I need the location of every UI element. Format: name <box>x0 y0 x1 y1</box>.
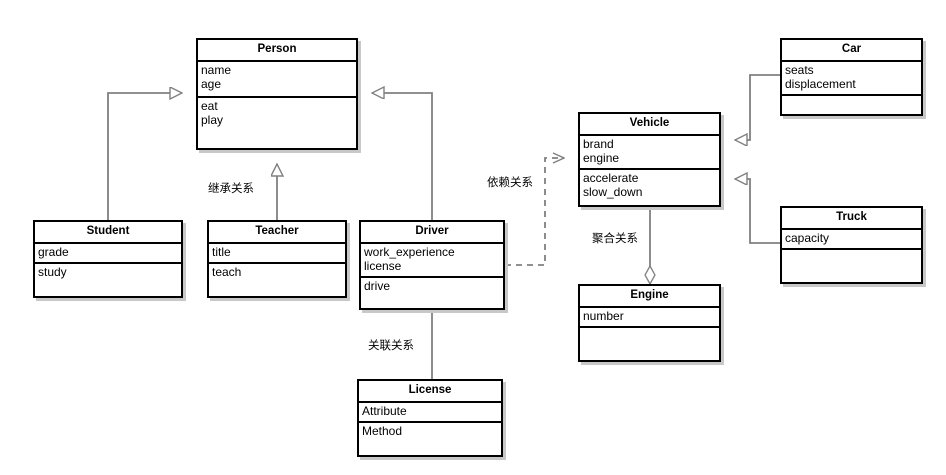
edge-student-person <box>107 93 182 220</box>
class-attribute: displacement <box>785 77 856 91</box>
class-methods-truck <box>782 250 921 252</box>
class-attributes-vehicle: brand engine <box>580 136 719 170</box>
edge-truck-vehicle <box>735 179 780 244</box>
class-attributes-teacher: title <box>209 244 345 264</box>
class-box-vehicle[interactable]: Vehicle brand engine accelerate slow_dow… <box>578 112 721 207</box>
class-attributes-truck: capacity <box>782 230 921 250</box>
class-attribute: name <box>201 63 232 77</box>
class-box-truck[interactable]: Truck capacity <box>780 206 923 284</box>
class-methods-car <box>782 96 921 98</box>
class-attributes-person: name age <box>198 62 356 98</box>
class-method: Method <box>362 424 403 438</box>
class-title-person: Person <box>198 40 356 62</box>
class-method: teach <box>212 265 242 279</box>
class-methods-engine <box>580 328 719 330</box>
class-method: drive <box>364 279 391 293</box>
class-attribute: work_experience <box>364 245 455 259</box>
class-method: slow_down <box>583 185 643 199</box>
class-attribute: brand <box>583 137 614 151</box>
class-title-truck: Truck <box>782 208 921 230</box>
class-methods-driver: drive <box>361 278 503 294</box>
class-title-student: Student <box>35 222 181 244</box>
class-attribute: age <box>201 77 222 91</box>
class-box-car[interactable]: Car seats displacement <box>780 38 923 116</box>
class-title-license: License <box>359 381 501 403</box>
class-title-car: Car <box>782 40 921 62</box>
class-title-vehicle: Vehicle <box>580 114 719 136</box>
edge-label-dependency: 依赖关系 <box>487 177 533 189</box>
class-method: accelerate <box>583 171 639 185</box>
class-attribute: Attribute <box>362 404 407 418</box>
class-methods-teacher: teach <box>209 264 345 280</box>
class-attributes-car: seats displacement <box>782 62 921 96</box>
class-box-person[interactable]: Person name age eat play <box>196 38 358 150</box>
class-method: eat <box>201 99 218 113</box>
class-box-license[interactable]: License Attribute Method <box>357 379 503 457</box>
class-method: play <box>201 113 224 127</box>
class-methods-license: Method <box>359 423 501 439</box>
class-attribute: license <box>364 259 402 273</box>
class-attribute: title <box>212 245 231 259</box>
class-title-engine: Engine <box>580 286 719 308</box>
class-attributes-student: grade <box>35 244 181 264</box>
class-attributes-license: Attribute <box>359 403 501 423</box>
class-attribute: seats <box>785 63 814 77</box>
class-box-driver[interactable]: Driver work_experience license drive <box>359 220 505 310</box>
class-methods-person: eat play <box>198 98 356 128</box>
edge-driver-vehicle <box>505 158 564 266</box>
edge-label-aggregation: 聚合关系 <box>592 233 638 245</box>
class-methods-vehicle: accelerate slow_down <box>580 170 719 200</box>
class-title-driver: Driver <box>361 222 503 244</box>
edge-label-inheritance: 继承关系 <box>208 183 254 195</box>
class-attribute: engine <box>583 151 620 165</box>
edge-car-vehicle <box>735 74 780 140</box>
class-box-engine[interactable]: Engine number <box>578 284 721 362</box>
class-attribute: grade <box>38 245 69 259</box>
class-box-teacher[interactable]: Teacher title teach <box>207 220 347 298</box>
class-attributes-engine: number <box>580 308 719 328</box>
class-attribute: number <box>583 309 624 323</box>
edge-driver-person <box>372 93 433 220</box>
class-attribute: capacity <box>785 231 830 245</box>
class-methods-student: study <box>35 264 181 280</box>
class-method: study <box>38 265 67 279</box>
class-box-student[interactable]: Student grade study <box>33 220 183 298</box>
edge-label-association: 关联关系 <box>368 340 414 352</box>
class-title-teacher: Teacher <box>209 222 345 244</box>
class-attributes-driver: work_experience license <box>361 244 503 278</box>
